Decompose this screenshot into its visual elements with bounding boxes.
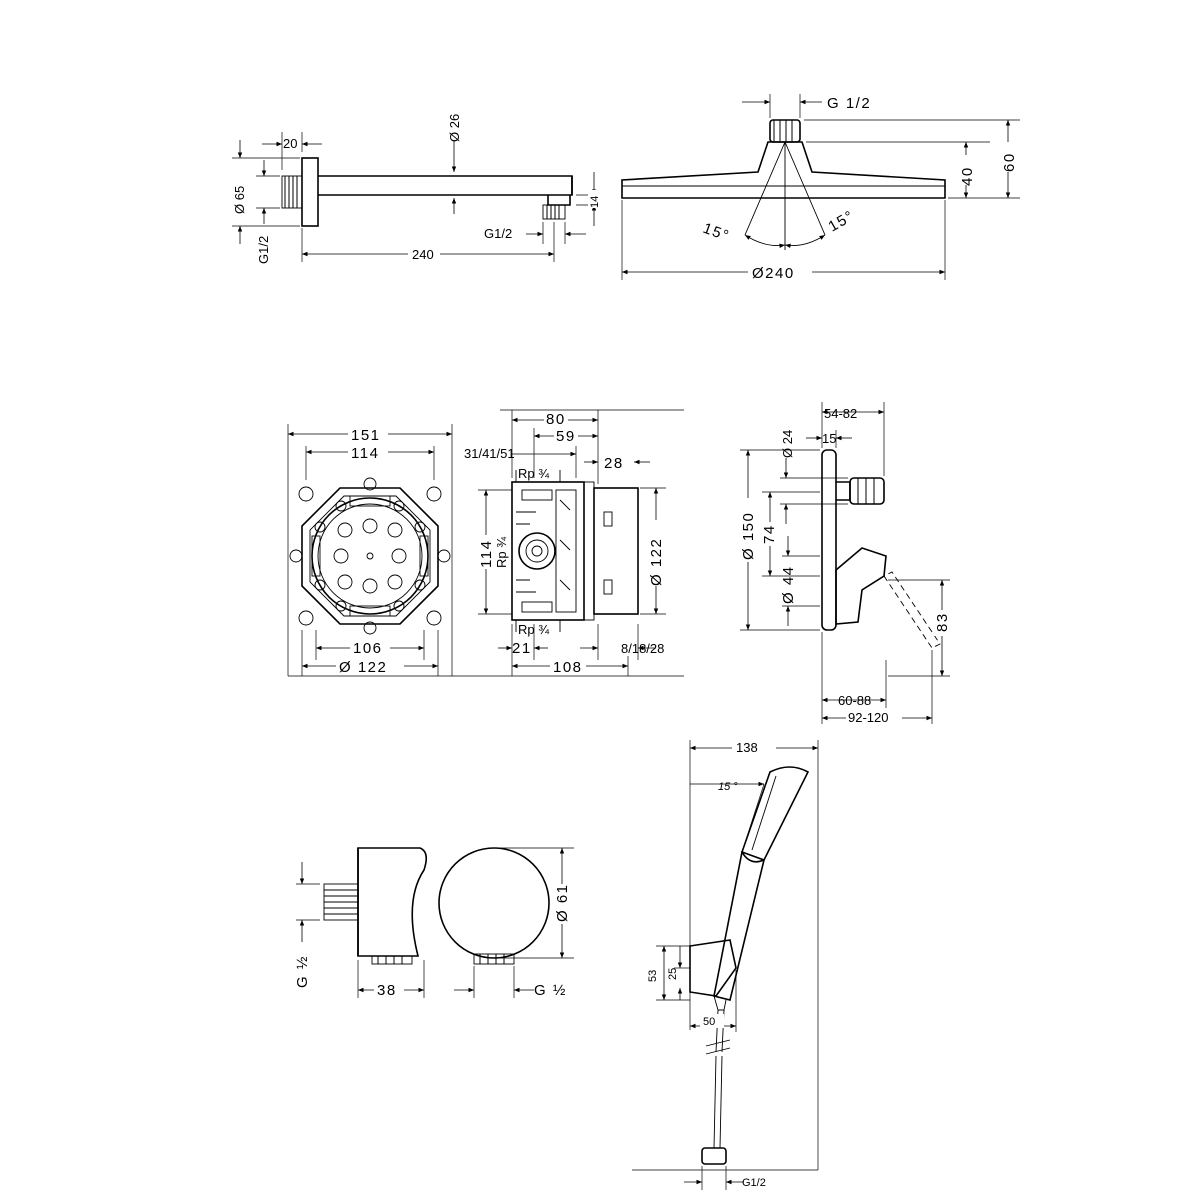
shower-arm-view: 20 Ø 26 Ø 65 G1/2 14 G1/2 — [232, 114, 601, 264]
mixer-dim-83: 83 — [934, 612, 951, 632]
mixer-dim-74: 74 — [761, 524, 778, 544]
outlet-front-round — [438, 847, 550, 959]
mixer-handle-body — [835, 547, 887, 625]
ibox-dim-21: 21 — [512, 640, 532, 657]
ibox-side-view: 80 59 31/41/51 Rp ¾ 28 114 Rp ¾ Ø 122 Rp… — [288, 409, 684, 677]
outlet-dim-g12-bottom: G ½ — [534, 982, 567, 999]
hand-shower-handle — [713, 850, 765, 1001]
ibox-dim-diameter-122-side: Ø 122 — [648, 538, 665, 586]
outlet-dim-diameter-61: Ø 61 — [554, 883, 571, 922]
ibox-dim-31-41-51: 31/41/51 — [464, 446, 515, 461]
ibox-inner-ring — [311, 497, 429, 615]
hand-dim-138: 138 — [736, 740, 758, 755]
ibox-side-cover — [593, 487, 639, 615]
ibox-octagon-outer — [301, 487, 439, 625]
hand-dim-50: 50 — [703, 1016, 715, 1028]
arm-dim-diameter-65: Ø 65 — [232, 186, 247, 214]
ibox-front-view: 151 114 106 Ø 122 — [287, 424, 453, 676]
ibox-dim-rp-top: Rp ¾ — [518, 466, 549, 481]
ibox-dim-106: 106 — [353, 640, 383, 657]
ibox-dim-8-18-28: 8/18/28 — [621, 641, 664, 656]
ibox-dim-rp-left: Rp ¾ — [494, 537, 509, 568]
mixer-cover-plate — [821, 449, 837, 631]
ibox-dim-114-side: 114 — [478, 540, 495, 568]
arm-flange — [301, 157, 319, 227]
hand-dim-g12: G1/2 — [742, 1177, 766, 1189]
outlet-dim-g12-vertical: G ½ — [294, 955, 311, 988]
arm-dim-240: 240 — [412, 247, 434, 262]
mixer-dim-92-120: 92-120 — [848, 710, 888, 725]
shower-dim-40: 40 — [959, 166, 976, 186]
mixer-dim-60-88: 60-88 — [838, 693, 871, 708]
shower-dim-60: 60 — [1001, 152, 1018, 172]
hand-shower-holder — [689, 939, 737, 997]
hand-shower-hose-nut — [701, 1147, 727, 1165]
arm-dim-diameter-26: Ø 26 — [447, 114, 462, 142]
overhead-shower-view: 15° 15° G 1/2 40 60 Ø240 — [621, 94, 1020, 282]
mixer-dim-diameter-150: Ø 150 — [740, 512, 757, 560]
hand-dim-25: 25 — [667, 968, 679, 980]
wall-outlet-view: G ½ 38 Ø 61 G ½ — [294, 847, 574, 999]
mixer-dim-54-82: 54-82 — [824, 406, 857, 421]
shower-dim-15-left: 15° — [701, 220, 732, 245]
ibox-dim-151: 151 — [351, 427, 381, 444]
ibox-dim-114-top: 114 — [351, 445, 379, 462]
hand-shower-head — [741, 766, 810, 863]
ibox-dim-80: 80 — [546, 411, 566, 428]
ibox-dim-diameter-122: Ø 122 — [339, 659, 387, 676]
mixer-handle-raised — [883, 571, 941, 649]
arm-tube — [318, 175, 573, 196]
outlet-side-body — [357, 847, 428, 957]
mixer-dim-diameter-24: Ø 24 — [780, 430, 795, 458]
shower-head-body — [621, 141, 946, 199]
ibox-dim-108: 108 — [553, 659, 583, 676]
mixer-side-view: 54-82 15 Ø 24 Ø 150 74 Ø 44 83 — [740, 402, 951, 726]
ibox-side-port — [518, 532, 556, 570]
shower-dim-g12: G 1/2 — [827, 95, 871, 112]
hand-dim-53: 53 — [647, 970, 659, 982]
shower-dim-15-right: 15° — [826, 207, 858, 235]
arm-dim-g12-outlet: G1/2 — [484, 226, 512, 241]
hand-dim-15-degree: 15 ° — [718, 781, 738, 793]
arm-dim-g12-wall: G1/2 — [256, 236, 271, 264]
ibox-dim-28: 28 — [604, 455, 624, 472]
ibox-dim-59: 59 — [556, 428, 576, 445]
arm-outlet-thread — [542, 204, 566, 220]
shower-dim-diameter-240: Ø240 — [752, 265, 795, 282]
mixer-dim-15: 15 — [822, 431, 836, 446]
mixer-spout-connector — [849, 477, 885, 505]
hand-shower-view: 138 15 ° 53 25 50 G1/2 — [632, 740, 819, 1190]
ibox-dim-rp-bottom: Rp ¾ — [518, 622, 549, 637]
arm-dim-14: 14 — [589, 196, 601, 208]
mixer-dim-diameter-44: Ø 44 — [780, 565, 797, 604]
arm-dim-20: 20 — [283, 136, 297, 151]
outlet-dim-38: 38 — [377, 982, 397, 999]
